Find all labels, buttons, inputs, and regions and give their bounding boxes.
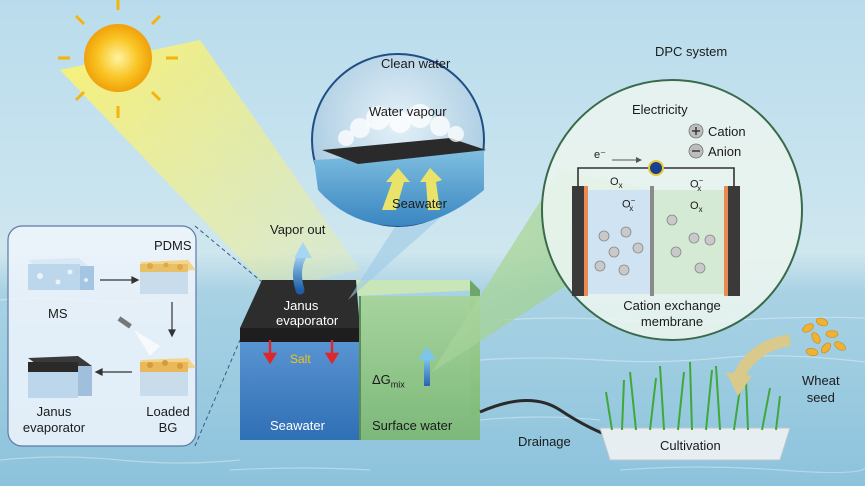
cation-exchange-membrane: [650, 186, 654, 296]
ox-label-4: Ox: [690, 200, 703, 215]
seawater-compartment: [240, 340, 360, 440]
cultivation-tray: [599, 361, 791, 461]
load-icon: [648, 160, 664, 176]
electron-label: e⁻: [594, 149, 606, 161]
sunlight-beam: [60, 40, 360, 290]
ox-label-2: O−x: [622, 196, 636, 213]
surface-water-label: Surface water: [372, 418, 453, 433]
cation-symbols: [594, 214, 716, 276]
salt-label: Salt: [290, 352, 311, 366]
anion-label: Anion: [708, 144, 742, 159]
seed-to-cultivation-arrow-icon: [732, 334, 792, 381]
dpc-zoom-circle: [541, 79, 803, 341]
sun-icon: [58, 0, 178, 118]
inset-arrows: [94, 276, 176, 376]
salt-arrow-icon: [262, 340, 340, 365]
spray-nozzle-icon: [117, 316, 160, 356]
drainage-label: Drainage: [518, 434, 571, 449]
surface-water-compartment: [360, 296, 480, 440]
magnifier-cone-left: [348, 218, 440, 300]
delta-g-arrow-icon: [418, 346, 436, 386]
pdms-label: PDMS: [154, 238, 192, 253]
evaporator-membrane: [322, 138, 486, 164]
ox-label-3: O−x: [690, 176, 704, 193]
inset-connector-top: [194, 225, 263, 283]
janus-evaporator-sponge: [28, 356, 92, 398]
delta-g-mix-label: ΔGmix: [372, 372, 405, 390]
ox-label-1: Ox: [610, 176, 623, 191]
seawater-compartment-label: Seawater: [270, 418, 325, 433]
vapor-out-arrow-icon: [292, 242, 312, 295]
vapor-out-label: Vapor out: [270, 222, 326, 237]
sea-waves: [0, 297, 865, 474]
cation-label: Cation: [708, 124, 746, 139]
wheat-seed-icon: [802, 317, 846, 356]
janus-evaporator-layer: [240, 328, 360, 342]
electricity-label: Electricity: [632, 102, 688, 117]
ms-label: MS: [48, 306, 68, 321]
left-electrode: [572, 186, 584, 296]
cultivation-label: Cultivation: [660, 438, 721, 453]
water-vapour-label: Water vapour: [369, 104, 447, 119]
pdms-sponge: [140, 260, 196, 294]
circle-seawater-label: Seawater: [392, 196, 447, 211]
seawater-up-arrows: [382, 168, 442, 210]
right-electrode: [728, 186, 740, 296]
ms-sponge: [28, 258, 94, 290]
evaporation-tank: [240, 280, 480, 440]
clean-water-label: Clean water: [381, 56, 451, 71]
inset-connector-bottom: [194, 339, 241, 447]
clean-water-zoom-circle: [311, 53, 486, 227]
loaded-bg-sponge: [140, 358, 196, 396]
dpc-system-label: DPC system: [655, 44, 728, 59]
